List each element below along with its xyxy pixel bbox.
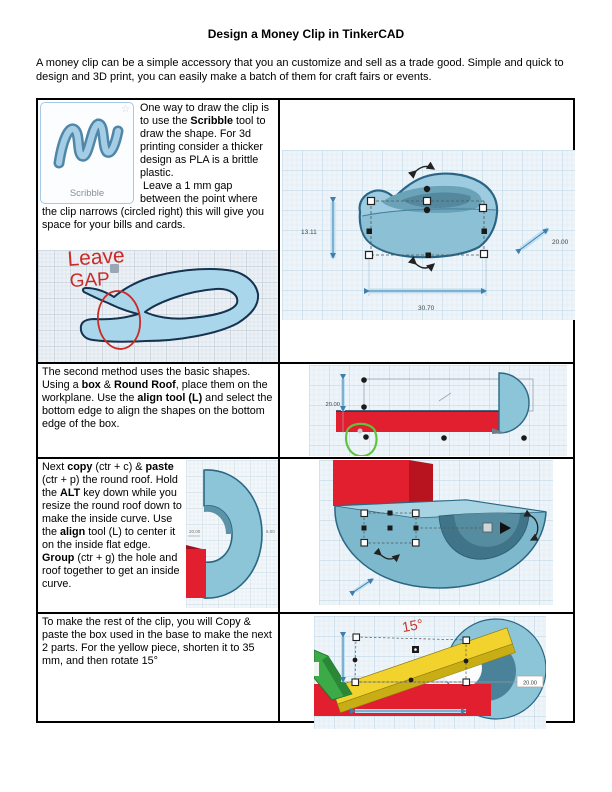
instruction-table: ☆ Scribble One way to draw the clip is t… (36, 98, 575, 729)
clip-waist-line (361, 208, 497, 217)
workplane-dots (361, 377, 527, 441)
cell-r4-right: 20.00 15° (280, 614, 573, 729)
side-handles (352, 657, 469, 683)
cell-r4-left: To make the rest of the clip, you will C… (38, 614, 280, 721)
r3-instructions: Next copy (ctr + c) & paste (ctr + p) th… (42, 461, 182, 590)
wireframe-tick (438, 392, 452, 402)
cell-r2-right: 20.00 (280, 364, 573, 459)
inset-dim-left: 20.00 (189, 529, 201, 534)
clip-inner-cavity (402, 192, 471, 208)
clip-sketch-shape (79, 267, 260, 343)
rotate-arrow-bottom (407, 256, 436, 272)
cell-r1-left: ☆ Scribble One way to draw the clip is t… (38, 100, 280, 364)
round-roof-shape (498, 372, 530, 434)
rotate-arc (523, 509, 539, 541)
red-box-side-face (409, 460, 433, 508)
tinkercad-screenshot-scribble-clip: 13.11 20.00 30.70 (282, 150, 575, 320)
stretch-arrow (500, 522, 511, 534)
favorite-star-icon: ☆ (121, 104, 130, 115)
angle-annotation: 15° (401, 616, 425, 635)
red-box (333, 460, 409, 506)
intro-paragraph: A money clip can be a simple accessory t… (36, 57, 564, 83)
dim-arrow-small (349, 578, 374, 597)
dim-label-box (516, 675, 544, 688)
green-circle-annotation (345, 422, 378, 456)
roof-shadow-notch (492, 428, 505, 434)
dim-depth-label: 20.00 (552, 239, 569, 246)
rotate-arrow-bottom (373, 547, 400, 563)
sketch-note-leave: Leave (67, 250, 126, 271)
clip-front-face (361, 208, 496, 257)
dim-width-label: 30.70 (418, 305, 435, 312)
red-box-partial (186, 549, 206, 598)
scale-handles (364, 196, 489, 260)
scribble-icon (53, 118, 124, 169)
inset-dim-right: 6.00 (266, 529, 275, 534)
red-box (336, 411, 501, 432)
r4-instructions: To make the rest of the clip, you will C… (42, 616, 272, 667)
move-handle-dot (414, 648, 417, 651)
dim-height-label: 13.11 (301, 229, 317, 236)
gap-circle-annotation (96, 290, 142, 350)
page-title: Design a Money Clip in TinkerCAD (207, 27, 405, 41)
cell-r3-left: Next copy (ctr + c) & paste (ctr + p) th… (38, 459, 280, 614)
c-shape-inner-shade (204, 505, 232, 534)
cell-r3-right (280, 459, 573, 614)
tinkercad-screenshot-box-roundroof: 20.00 (309, 365, 567, 456)
sketch-note-gap: GAP (69, 269, 110, 292)
cell-r1-right: 13.11 20.00 30.70 (280, 100, 575, 364)
green-piece-shade (322, 656, 352, 697)
dim-depth-label: 20.00 (523, 681, 537, 687)
scribble-tool-card: ☆ Scribble (40, 102, 134, 204)
green-piece-chip (314, 662, 319, 676)
r1-instructions: One way to draw the clip is to use the S… (42, 102, 270, 231)
side-handles (361, 510, 419, 531)
scale-handles (360, 509, 420, 547)
grip-dot (357, 428, 363, 434)
scribble-cursor-mark (110, 264, 119, 273)
side-handles (366, 185, 487, 258)
scribble-tool-label: Scribble (69, 188, 105, 199)
inside-curve-inset-image: 20.00 6.00 (186, 460, 278, 608)
drag-handle (482, 522, 493, 533)
dim-height-label: 20.00 (325, 402, 340, 408)
tinkercad-screenshot-yellow-piece: 20.00 15° (314, 616, 546, 729)
r2-instructions: The second method uses the basic shapes.… (42, 366, 273, 430)
scale-handles (351, 633, 471, 687)
sketch-image: Leave GAP (38, 250, 278, 362)
cell-r2-left: The second method uses the basic shapes.… (38, 364, 280, 459)
rotate-arrow-top (407, 161, 436, 179)
dim-depth-arrow (515, 228, 549, 255)
tinkercad-screenshot-resize-roof (319, 460, 553, 605)
